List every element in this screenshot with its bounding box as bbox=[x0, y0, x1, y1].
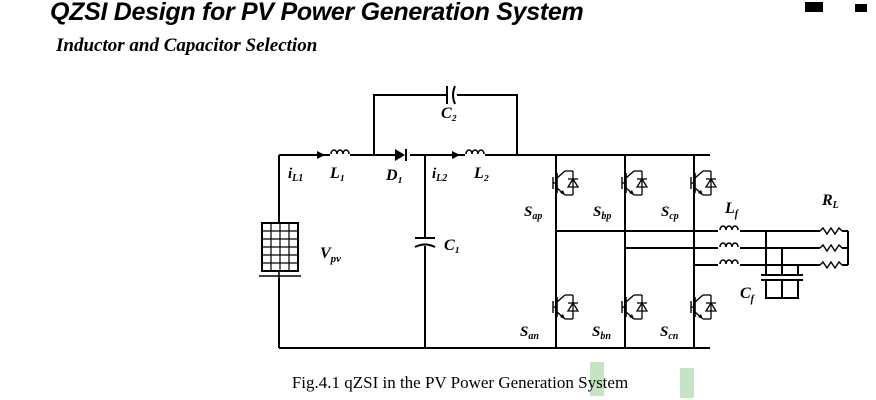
label-scn: Scn bbox=[660, 324, 679, 342]
load-resistor-rl bbox=[819, 227, 843, 269]
watermark-shape bbox=[590, 362, 694, 398]
capacitor-c2 bbox=[446, 85, 456, 105]
label-scp: Scp bbox=[661, 204, 679, 222]
switch-sbn bbox=[621, 294, 648, 320]
label-d1: D₁ bbox=[385, 167, 403, 184]
label-il2: iL2 bbox=[432, 166, 447, 184]
label-l1: L₁ bbox=[329, 165, 345, 182]
pv-panel-icon bbox=[259, 222, 301, 278]
cropped-text-fragment bbox=[805, 2, 823, 12]
diode-d1 bbox=[395, 149, 407, 161]
label-c1: C₁ bbox=[444, 237, 460, 254]
page-title: QZSI Design for PV Power Generation Syst… bbox=[50, 0, 584, 26]
label-lf: Lf bbox=[724, 200, 740, 220]
label-vpv: Vpv bbox=[320, 245, 341, 265]
switch-scp bbox=[690, 170, 717, 196]
label-l2: L₂ bbox=[473, 165, 489, 182]
inductor-l1 bbox=[317, 149, 350, 159]
label-il1: iL1 bbox=[288, 166, 303, 184]
label-c2: C₂ bbox=[441, 105, 457, 122]
switch-sap bbox=[552, 170, 579, 196]
label-sbp: Sbp bbox=[593, 204, 611, 222]
inductor-l2 bbox=[452, 149, 485, 159]
switch-scn bbox=[690, 294, 717, 320]
switch-sbp bbox=[621, 170, 648, 196]
figure-caption: Fig.4.1 qZSI in the PV Power Generation … bbox=[0, 373, 876, 393]
cropped-text-fragment bbox=[855, 4, 867, 12]
switch-san bbox=[552, 294, 579, 320]
label-sbn: Sbn bbox=[592, 324, 611, 342]
filter-inductor-lf bbox=[719, 225, 739, 265]
capacitor-c1 bbox=[414, 237, 436, 248]
label-rl: RL bbox=[821, 192, 839, 211]
label-san: San bbox=[520, 324, 539, 342]
figure-caption-text: Fig.4.1 qZSI in the PV Power Generation … bbox=[291, 373, 629, 392]
section-subtitle: Inductor and Capacitor Selection bbox=[56, 35, 318, 56]
label-sap: Sap bbox=[524, 204, 542, 222]
label-cf: Cf bbox=[740, 285, 756, 305]
